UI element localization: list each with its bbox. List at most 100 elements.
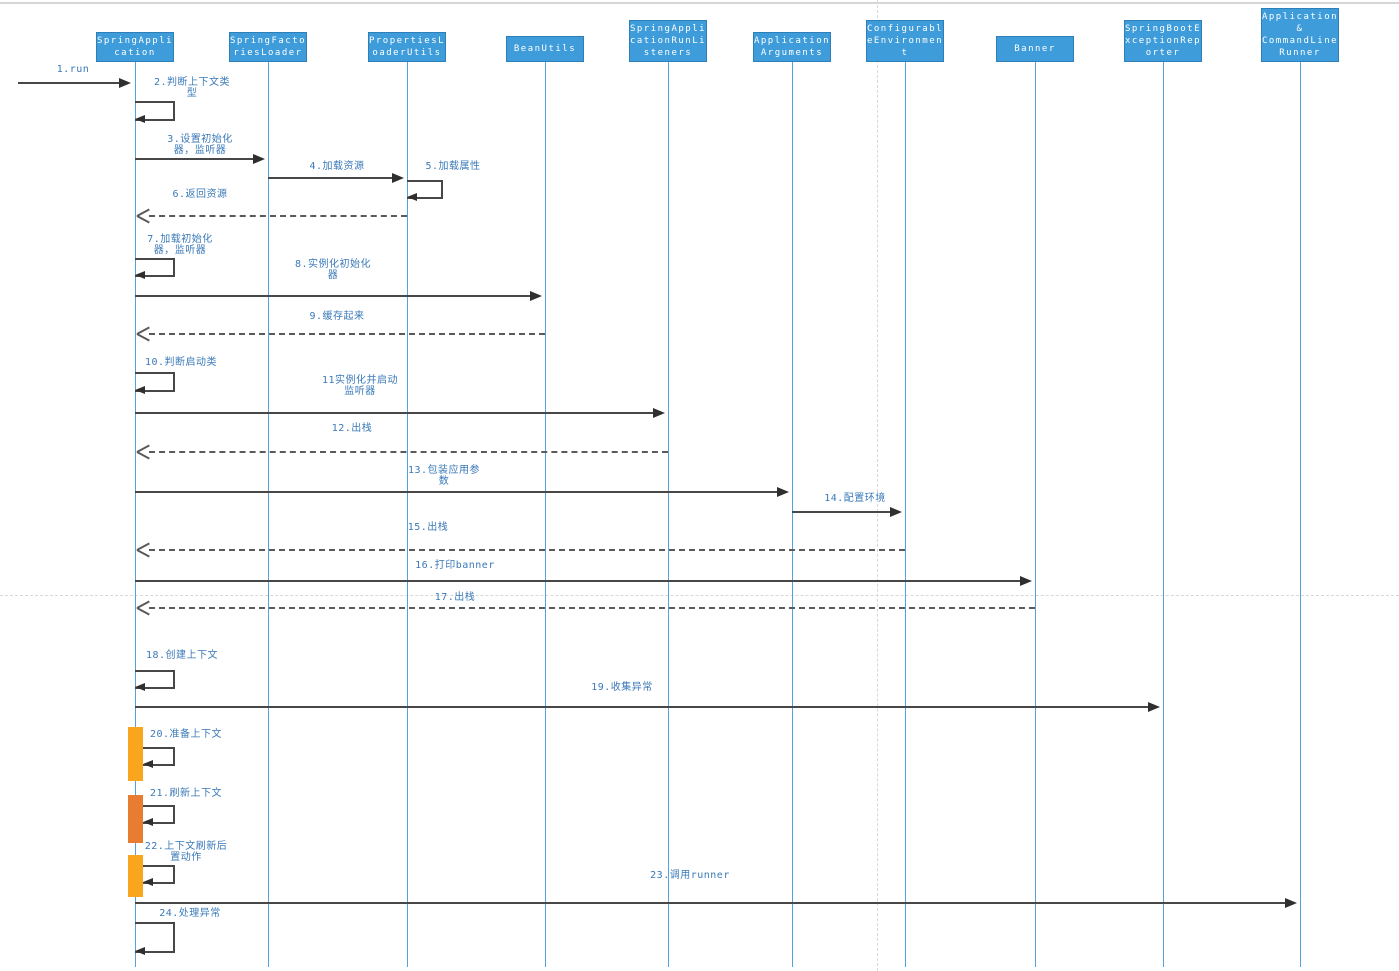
message-18-label[interactable]: 18.创建上下文 bbox=[145, 650, 219, 661]
canvas-top-border bbox=[0, 2, 1399, 4]
message-3-label[interactable]: 3.设置初始化 器，监听器 bbox=[167, 134, 233, 156]
participant-application-commandline-runner[interactable]: Application & CommandLine Runner bbox=[1261, 8, 1339, 62]
message-12-label[interactable]: 12.出栈 bbox=[331, 423, 373, 434]
message-5-self-loop[interactable] bbox=[407, 180, 443, 199]
message-17-label[interactable]: 17.出栈 bbox=[434, 592, 476, 603]
activation-bar-prepare-context[interactable] bbox=[128, 727, 143, 781]
lifeline-application-commandline-runner bbox=[1300, 62, 1301, 967]
participant-label-spring-application: SpringAppli cation bbox=[96, 36, 174, 58]
message-19-line[interactable] bbox=[135, 706, 1150, 708]
message-15-open-arrowhead bbox=[137, 543, 151, 557]
message-3-line[interactable] bbox=[135, 158, 255, 160]
message-22-self-loop[interactable] bbox=[143, 865, 175, 884]
activation-bar-refresh-context[interactable] bbox=[128, 795, 143, 843]
message-23-label[interactable]: 23.调用runner bbox=[650, 870, 730, 881]
message-6-open-arrowhead bbox=[137, 209, 151, 223]
participant-spring-application[interactable]: SpringAppli cation bbox=[96, 32, 174, 62]
message-8-label[interactable]: 8.实例化初始化 器 bbox=[294, 259, 372, 281]
message-23-arrowhead bbox=[1285, 898, 1297, 908]
message-17-open-arrowhead bbox=[137, 601, 151, 615]
participant-label-spring-factories-loader: SpringFacto riesLoader bbox=[229, 36, 307, 58]
lifeline-spring-factories-loader bbox=[268, 62, 269, 967]
activation-bar-after-refresh[interactable] bbox=[128, 855, 143, 897]
lifeline-spring-application bbox=[135, 62, 136, 967]
message-11-line[interactable] bbox=[135, 412, 655, 414]
message-20-self-loop[interactable] bbox=[143, 747, 175, 766]
message-9-label[interactable]: 9.缓存起来 bbox=[309, 311, 365, 322]
message-24-label[interactable]: 24.处理异常 bbox=[159, 908, 221, 919]
lifeline-bean-utils bbox=[545, 62, 546, 967]
participant-label-bean-utils: BeanUtils bbox=[513, 44, 577, 54]
participant-bean-utils[interactable]: BeanUtils bbox=[506, 36, 584, 62]
message-15-return-line[interactable] bbox=[149, 549, 905, 551]
message-24-self-loop[interactable] bbox=[135, 922, 175, 953]
message-4-label[interactable]: 4.加载资源 bbox=[309, 161, 365, 172]
message-4-line[interactable] bbox=[268, 177, 394, 179]
participant-label-configurable-environment: Configurabl eEnvironmen t bbox=[866, 24, 944, 58]
message-12-return-line[interactable] bbox=[149, 451, 668, 453]
lifeline-banner bbox=[1035, 62, 1036, 967]
message-20-arrowhead bbox=[143, 760, 153, 768]
message-10-self-loop[interactable] bbox=[135, 372, 175, 392]
lifeline-configurable-environment bbox=[905, 62, 906, 967]
message-20-label[interactable]: 20.准备上下文 bbox=[149, 729, 223, 740]
message-5-arrowhead bbox=[407, 193, 417, 201]
lifeline-properties-loader-utils bbox=[407, 62, 408, 967]
message-7-self-loop[interactable] bbox=[135, 258, 175, 277]
participant-label-spring-boot-exception-reporter: SpringBootE xceptionRep orter bbox=[1124, 24, 1202, 58]
message-3-arrowhead bbox=[253, 154, 265, 164]
message-2-self-loop[interactable] bbox=[135, 101, 175, 121]
message-1-label[interactable]: 1.run bbox=[56, 64, 90, 75]
message-2-arrowhead bbox=[135, 115, 145, 123]
message-11-arrowhead bbox=[653, 408, 665, 418]
participant-banner[interactable]: Banner bbox=[996, 36, 1074, 62]
message-15-label[interactable]: 15.出栈 bbox=[407, 522, 449, 533]
message-22-arrowhead bbox=[143, 878, 153, 886]
participant-spring-boot-exception-reporter[interactable]: SpringBootE xceptionRep orter bbox=[1124, 20, 1202, 62]
message-10-label[interactable]: 10.判断启动类 bbox=[144, 357, 218, 368]
message-17-return-line[interactable] bbox=[149, 607, 1035, 609]
message-5-label[interactable]: 5.加载属性 bbox=[425, 161, 481, 172]
message-13-line[interactable] bbox=[135, 491, 779, 493]
participant-label-banner: Banner bbox=[1014, 44, 1056, 54]
message-16-label[interactable]: 16.打印banner bbox=[415, 560, 495, 571]
message-4-arrowhead bbox=[392, 173, 404, 183]
message-23-line[interactable] bbox=[135, 902, 1287, 904]
page-break-vertical bbox=[877, 0, 878, 971]
message-19-label[interactable]: 19.收集异常 bbox=[591, 682, 653, 693]
participant-application-arguments[interactable]: Application Arguments bbox=[753, 32, 831, 62]
lifeline-application-arguments bbox=[792, 62, 793, 967]
message-10-arrowhead bbox=[135, 386, 145, 394]
message-8-arrowhead bbox=[530, 291, 542, 301]
message-21-self-loop[interactable] bbox=[143, 805, 175, 824]
message-14-line[interactable] bbox=[792, 511, 892, 513]
message-6-return-line[interactable] bbox=[149, 215, 407, 217]
message-21-arrowhead bbox=[143, 818, 153, 826]
lifeline-spring-boot-exception-reporter bbox=[1163, 62, 1164, 967]
message-22-label[interactable]: 22.上下文刷新后 置动作 bbox=[144, 841, 228, 863]
message-16-line[interactable] bbox=[135, 580, 1022, 582]
message-9-return-line[interactable] bbox=[149, 333, 545, 335]
participant-label-spring-application-run-listeners: SpringAppli cationRunLi steners bbox=[629, 24, 707, 58]
participant-configurable-environment[interactable]: Configurabl eEnvironmen t bbox=[866, 20, 944, 62]
message-7-label[interactable]: 7.加载初始化 器，监听器 bbox=[147, 234, 213, 256]
page-break-horizontal bbox=[0, 595, 1399, 596]
message-1-line[interactable] bbox=[18, 82, 121, 84]
message-18-self-loop[interactable] bbox=[135, 670, 175, 689]
message-14-arrowhead bbox=[890, 507, 902, 517]
message-8-line[interactable] bbox=[135, 295, 532, 297]
message-14-label[interactable]: 14.配置环境 bbox=[824, 493, 886, 504]
participant-spring-factories-loader[interactable]: SpringFacto riesLoader bbox=[229, 32, 307, 62]
message-1-arrowhead bbox=[119, 78, 131, 88]
participant-spring-application-run-listeners[interactable]: SpringAppli cationRunLi steners bbox=[629, 20, 707, 62]
participant-properties-loader-utils[interactable]: PropertiesL oaderUtils bbox=[368, 32, 446, 62]
message-13-arrowhead bbox=[777, 487, 789, 497]
message-11-label[interactable]: 11实例化并启动 监听器 bbox=[321, 375, 399, 397]
message-21-label[interactable]: 21.刷新上下文 bbox=[149, 788, 223, 799]
message-6-label[interactable]: 6.返回资源 bbox=[172, 189, 228, 200]
message-2-label[interactable]: 2.判断上下文类 型 bbox=[153, 77, 231, 99]
participant-label-application-arguments: Application Arguments bbox=[753, 36, 831, 58]
message-19-arrowhead bbox=[1148, 702, 1160, 712]
message-13-label[interactable]: 13.包装应用参 数 bbox=[407, 465, 481, 487]
message-24-arrowhead bbox=[135, 947, 145, 955]
